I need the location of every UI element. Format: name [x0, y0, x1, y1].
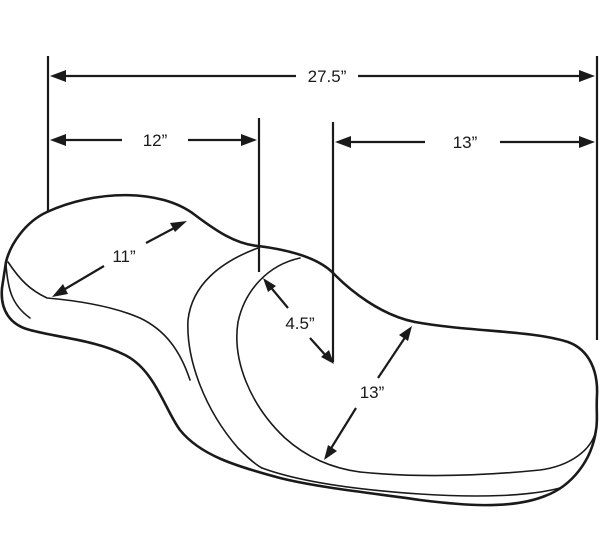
- front-seat-length-label: 12”: [143, 131, 168, 150]
- arrow-head: [170, 221, 187, 232]
- backrest-height-dimension: 4.5”: [263, 278, 334, 364]
- seat-illustration: [0, 193, 599, 507]
- arrow-head: [399, 326, 412, 341]
- arrow-head: [241, 134, 257, 146]
- backrest-panel-inner: [236, 257, 361, 473]
- front-seat-width-dimension: 11”: [52, 221, 187, 297]
- front-seat-side-contour: [5, 264, 31, 319]
- overall-length-dimension: 27.5”: [50, 67, 595, 86]
- arrow-head: [579, 136, 595, 148]
- arrow-head: [52, 284, 68, 297]
- rear-seat-lower-edge: [261, 467, 561, 497]
- overall-length-label: 27.5”: [308, 67, 347, 86]
- rear-seat-width-dimension: 13”: [324, 326, 412, 460]
- backrest-panel-outer: [187, 247, 263, 469]
- seat-outline: [0, 193, 599, 507]
- arrow-head: [50, 134, 66, 146]
- rear-seat-length-dimension: 13”: [335, 133, 595, 152]
- arrow-head: [50, 70, 66, 82]
- front-seat-top-edge: [7, 261, 191, 381]
- backrest-height-label: 4.5”: [285, 314, 315, 333]
- rear-seat-length-label: 13”: [453, 133, 478, 152]
- arrow-head: [263, 278, 276, 292]
- arrow-head: [335, 136, 351, 148]
- arrow-head: [579, 70, 595, 82]
- front-seat-length-dimension: 12”: [50, 131, 257, 150]
- rear-seat-width-label: 13”: [360, 383, 385, 402]
- arrow-head: [321, 350, 334, 364]
- front-seat-width-label: 11”: [112, 247, 136, 266]
- extension-lines: [46, 56, 599, 362]
- rear-seat-top-contour: [359, 429, 597, 477]
- arrow-head: [324, 445, 337, 460]
